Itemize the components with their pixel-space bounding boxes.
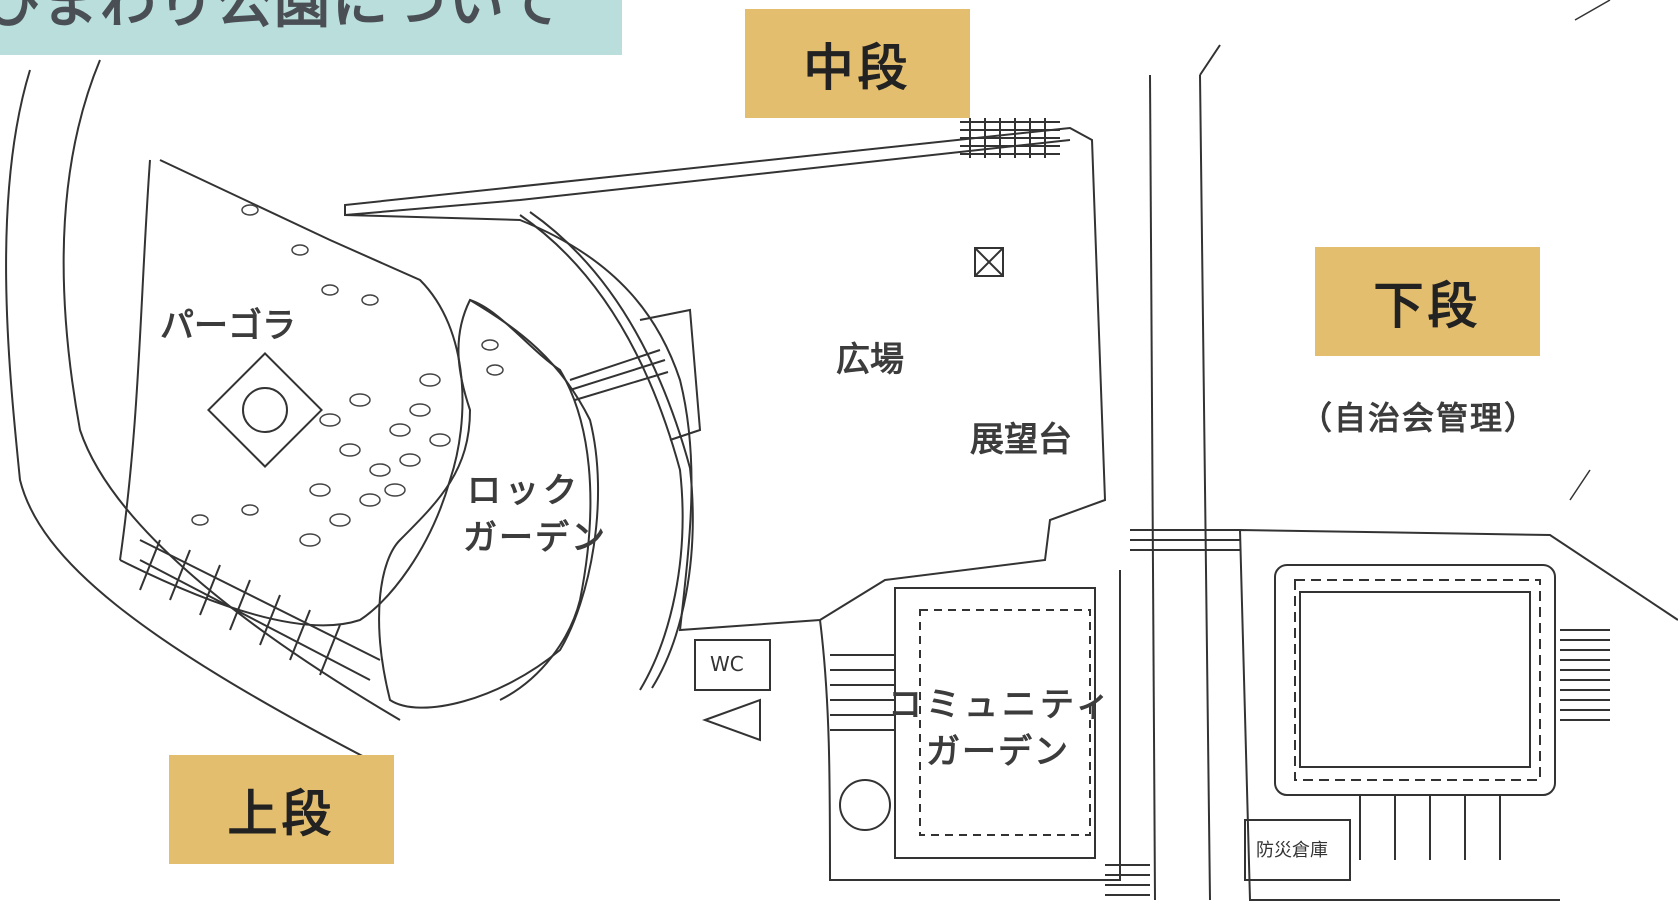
disaster-storage-label: 防災倉庫 xyxy=(1256,840,1328,861)
pergola-roof xyxy=(242,387,288,433)
middle-steps xyxy=(830,654,895,731)
lower-section-inner-rect xyxy=(1294,579,1541,781)
middle-retaining-wall-outer xyxy=(519,214,684,691)
rock-garden-boundary xyxy=(378,298,599,709)
lower-section-court xyxy=(1299,591,1531,768)
wc-triangle xyxy=(702,698,761,742)
stairs-top xyxy=(960,118,1060,158)
disaster-storage-building xyxy=(1244,819,1351,881)
lower-parking xyxy=(1359,795,1501,860)
stairs-lower xyxy=(1560,629,1610,721)
middle-retaining-wall-inner xyxy=(529,211,694,689)
title-banner xyxy=(0,0,622,55)
community-garden-bed xyxy=(919,609,1091,836)
community-garden-label-line1: コミュニティ xyxy=(888,685,1114,725)
lower-section-outline xyxy=(1239,529,1678,901)
lower-tier-note: （自治会管理） xyxy=(1300,399,1539,437)
road-right-edge xyxy=(1199,74,1211,901)
rock-garden-label-line1: ロック xyxy=(467,471,581,511)
community-garden-label-line2: ガーデン xyxy=(926,732,1070,772)
stairs-bottom xyxy=(1105,864,1150,896)
tier-upper-label: 上段 xyxy=(169,755,394,864)
community-garden-edge xyxy=(819,570,1121,881)
plaza-top-wall xyxy=(344,139,1071,216)
plaza-label: 広場 xyxy=(836,340,904,380)
parking-stripes xyxy=(139,539,381,681)
road-far-edge xyxy=(1199,44,1221,76)
circular-planter xyxy=(839,779,891,831)
wc-building xyxy=(694,639,771,691)
lower-section-outer-rect xyxy=(1274,564,1556,796)
tier-middle-label: 中段 xyxy=(745,9,970,118)
rock-garden-path xyxy=(469,299,592,701)
page-title: ひまわり公園について xyxy=(0,0,563,36)
observation-marker xyxy=(974,247,1004,277)
stairs-middle xyxy=(569,308,702,441)
pergola-label: パーゴラ xyxy=(160,306,296,346)
upper-slope-edge xyxy=(119,159,151,561)
upper-path-inner xyxy=(62,59,401,721)
observation-deck-label: 展望台 xyxy=(970,420,1072,460)
wc-label: WC xyxy=(710,652,744,676)
rock-garden-stones xyxy=(191,204,504,547)
plaza-boundary xyxy=(344,126,1107,632)
pergola-structure xyxy=(207,352,323,468)
tier-lower-label: 下段 xyxy=(1315,247,1540,356)
community-garden-frame xyxy=(894,587,1096,859)
rock-garden-label-line2: ガーデン xyxy=(463,518,607,558)
corner-line xyxy=(1569,0,1611,501)
upper-section-outline xyxy=(5,69,371,761)
road-crossing xyxy=(1130,529,1240,551)
road-left-edge xyxy=(1149,74,1156,901)
